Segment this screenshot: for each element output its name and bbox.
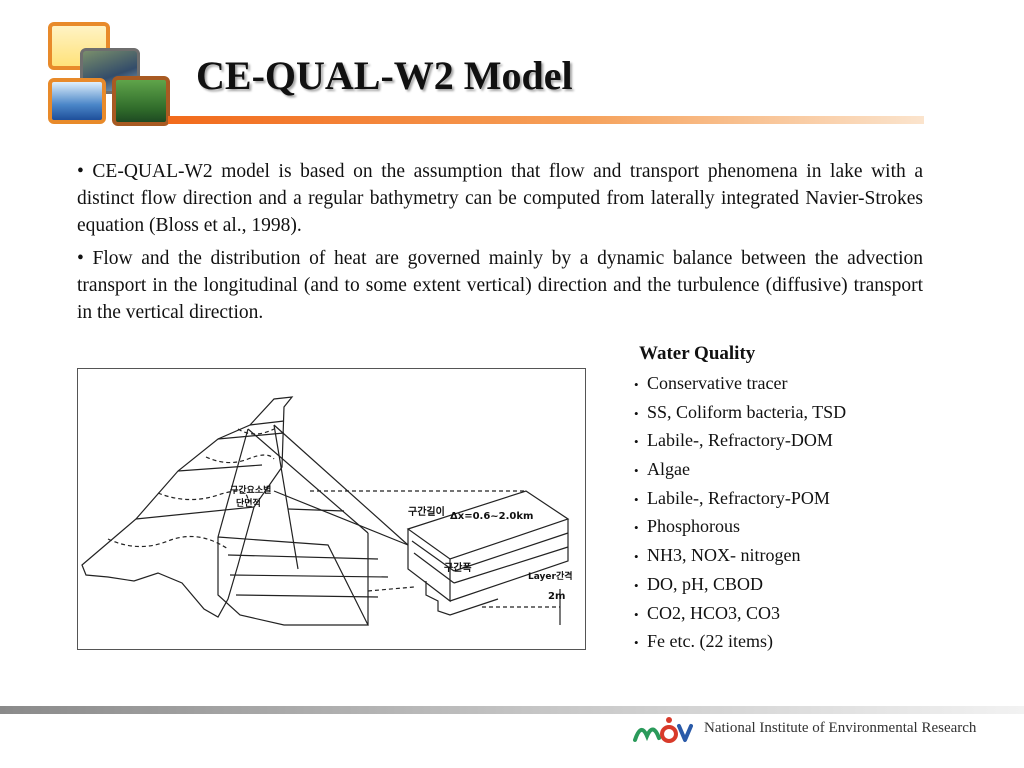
bullet: • xyxy=(634,434,639,450)
layer-line xyxy=(235,594,379,598)
slide-title: CE-QUAL-W2 Model xyxy=(196,53,573,98)
list-item: • DO, pH, CBOD xyxy=(634,570,1014,599)
list-item-text: DO, pH, CBOD xyxy=(647,573,764,594)
list-item-text: CO2, HCO3, CO3 xyxy=(647,602,781,623)
paragraph-2-text: Flow and the distribution of heat are go… xyxy=(77,248,923,323)
diagram-svg: 구간요소별 단면적 구간길이 Δx=0.6~2.0km 구간폭 Layer간격 … xyxy=(81,396,573,626)
label-cross-section-2: 단면적 xyxy=(236,497,261,509)
reservoir-outline xyxy=(81,396,294,618)
block-layer xyxy=(453,532,569,572)
bullet: • xyxy=(634,577,639,593)
block-top xyxy=(406,490,570,560)
block-layer xyxy=(413,552,455,584)
list-item-text: Conservative tracer xyxy=(647,373,788,393)
layer-line xyxy=(287,508,345,512)
slide-logo-blocks xyxy=(46,20,176,128)
projection-dashed xyxy=(367,586,415,592)
footer-organization: National Institute of Environmental Rese… xyxy=(704,720,977,736)
water-line xyxy=(205,454,275,464)
paragraph-1-text: CE-QUAL-W2 model is based on the assumpt… xyxy=(77,161,923,236)
list-item-text: Labile-, Refractory-POM xyxy=(647,487,830,508)
projection-line xyxy=(247,428,369,534)
nier-logo-icon xyxy=(633,717,693,743)
logo-m xyxy=(633,727,661,742)
list-item: • Conservative tracer xyxy=(634,369,1014,398)
section-line xyxy=(217,432,285,440)
label-segment-width: 구간폭 xyxy=(444,561,472,574)
list-item-text: SS, Coliform bacteria, TSD xyxy=(647,401,847,422)
logo-dot xyxy=(666,717,672,723)
list-item-text: Algae xyxy=(647,459,690,480)
bullet: • xyxy=(77,248,84,269)
bullet: • xyxy=(634,491,639,507)
body-text: • CE-QUAL-W2 model is based on the assum… xyxy=(77,158,923,332)
layer-line xyxy=(227,554,379,560)
bullet: • xyxy=(77,161,84,182)
label-layer-spacing: Layer간격 xyxy=(528,570,573,582)
bullet: • xyxy=(634,635,639,651)
list-item: • Fe etc. (22 items) xyxy=(634,627,1014,656)
bullet: • xyxy=(634,463,639,479)
logo-block-yellow xyxy=(48,22,110,70)
section-line xyxy=(135,506,255,520)
list-item: • CO2, HCO3, CO3 xyxy=(634,599,1014,628)
list-item: • Labile-, Refractory-POM xyxy=(634,484,1014,513)
label-segment-length: 구간길이 xyxy=(408,505,445,518)
label-layer-value: 2m xyxy=(548,591,565,602)
logo-e xyxy=(660,725,678,743)
list-item: • Phosphorous xyxy=(634,512,1014,541)
bullet: • xyxy=(634,520,639,536)
section-line xyxy=(249,420,285,426)
list-item-text: NH3, NOX- nitrogen xyxy=(647,545,801,566)
block-side xyxy=(449,519,569,602)
bullet: • xyxy=(634,549,639,565)
logo-block-photo-forest xyxy=(112,76,170,126)
list-item: • NH3, NOX- nitrogen xyxy=(634,541,1014,570)
water-line xyxy=(107,535,229,550)
logo-block-photo-water xyxy=(48,78,106,124)
block-layer xyxy=(411,540,455,572)
block-layer xyxy=(453,546,569,584)
list-item: • Algae xyxy=(634,455,1014,484)
bullet: • xyxy=(634,606,639,622)
label-delta-x: Δx=0.6~2.0km xyxy=(450,511,533,522)
title-underline xyxy=(168,116,924,124)
bullet: • xyxy=(634,405,639,421)
paragraph-1: • CE-QUAL-W2 model is based on the assum… xyxy=(77,158,923,239)
projection-line xyxy=(217,428,249,538)
water-line xyxy=(237,428,275,435)
model-grid-diagram: 구간요소별 단면적 구간길이 Δx=0.6~2.0km 구간폭 Layer간격 … xyxy=(77,368,586,650)
projection-line xyxy=(273,490,409,546)
water-quality-title: Water Quality xyxy=(639,343,756,364)
footer-rule xyxy=(0,706,1024,714)
paragraph-2: • Flow and the distribution of heat are … xyxy=(77,245,923,326)
label-cross-section: 구간요소별 xyxy=(230,484,271,496)
water-quality-panel: Water Quality • Conservative tracer • SS, … xyxy=(634,343,1014,656)
bullet: • xyxy=(634,377,639,392)
layer-line xyxy=(229,574,389,578)
projection-line xyxy=(273,424,299,570)
section-line xyxy=(177,464,263,472)
list-item-text: Labile-, Refractory-DOM xyxy=(647,430,833,451)
block-steps xyxy=(425,581,499,616)
logo-v xyxy=(677,724,693,742)
water-quality-list: • Conservative tracer • SS, Coliform bacte… xyxy=(634,369,1014,656)
list-item: • Labile-, Refractory-DOM xyxy=(634,426,1014,455)
list-item-text: Fe etc. (22 items) xyxy=(647,631,773,652)
projection-line xyxy=(273,424,409,546)
cross-section-outline xyxy=(217,536,369,626)
list-item-text: Phosphorous xyxy=(647,516,741,537)
list-item: • SS, Coliform bacteria, TSD xyxy=(634,398,1014,427)
